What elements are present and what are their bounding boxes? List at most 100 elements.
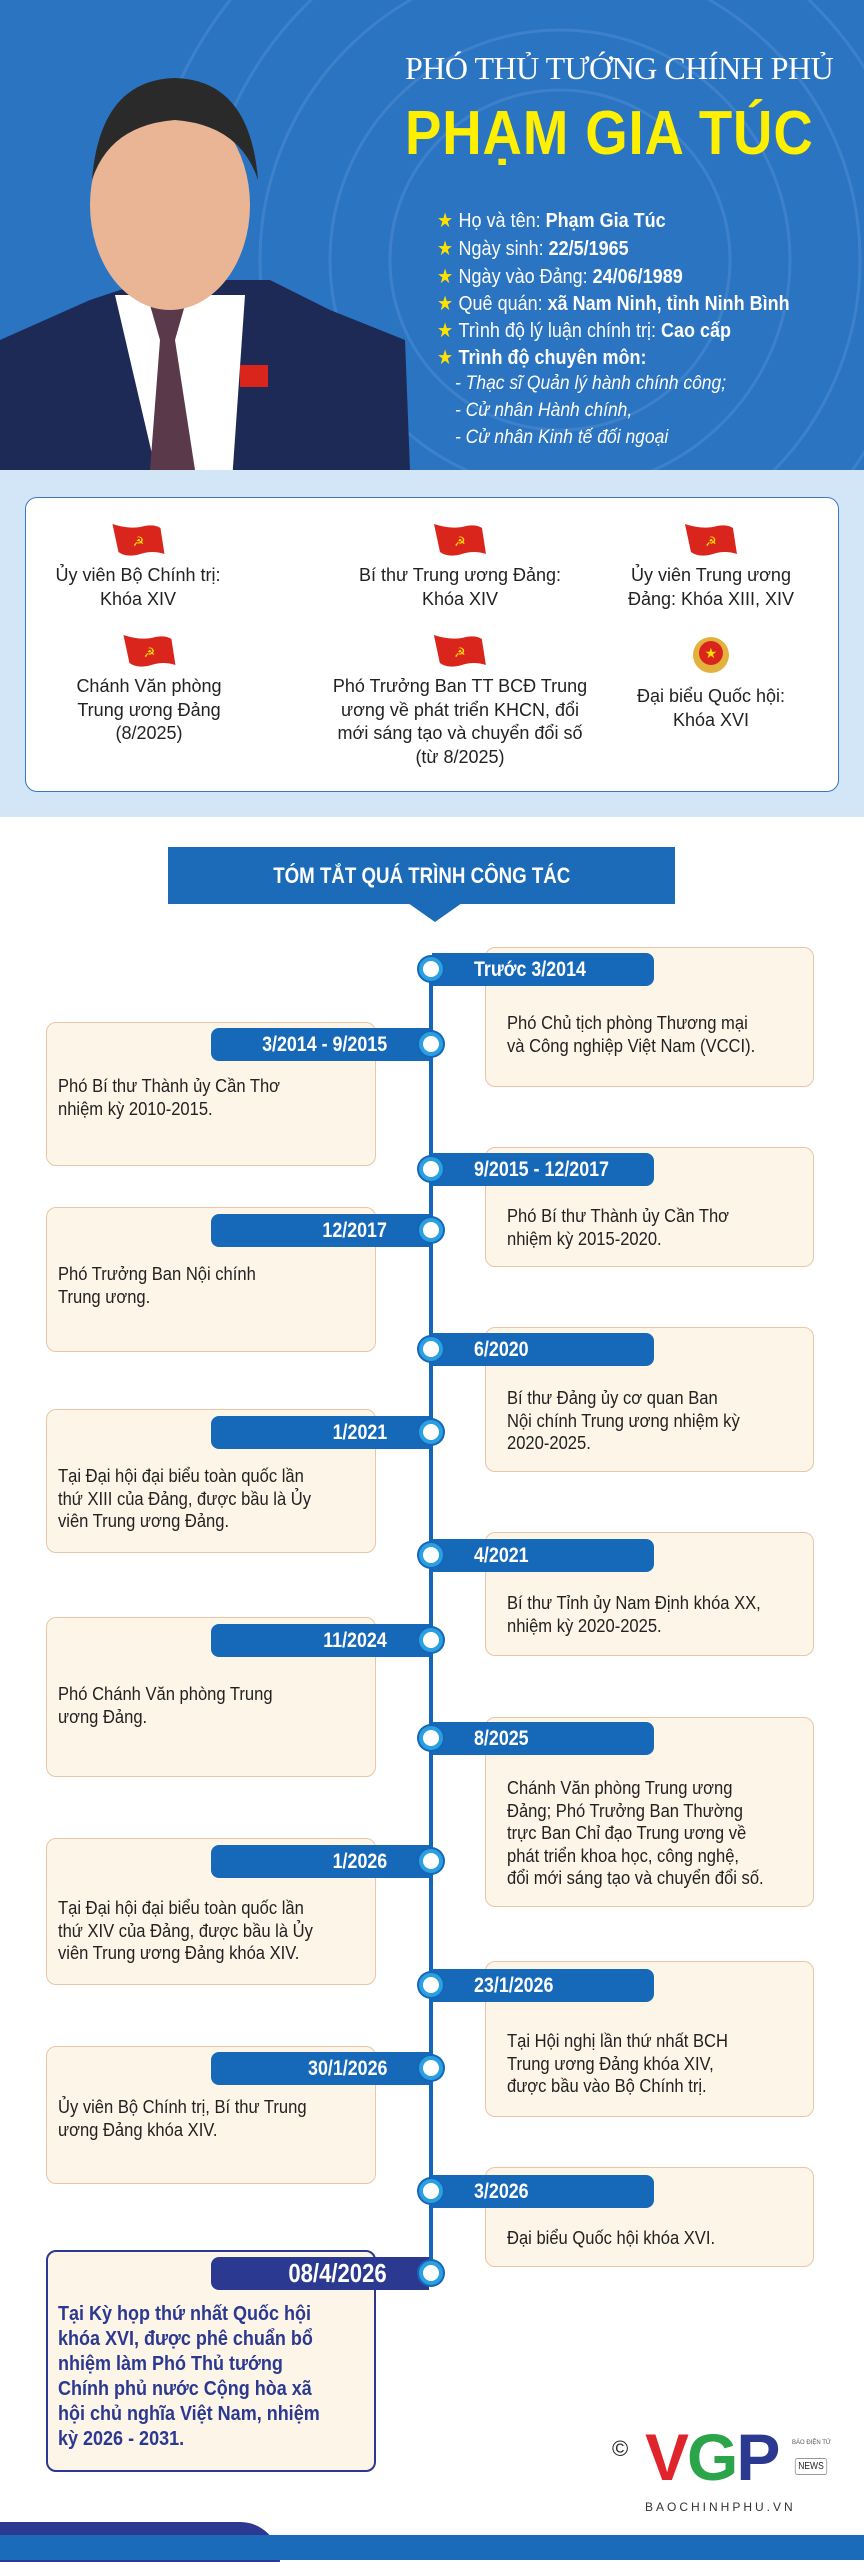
role-item: ☭ Ủy viên Bộ Chính trị: Khóa XIV [55,522,221,611]
party-flag-icon: ☭ [434,635,486,667]
timeline-text: Bí thư Tỉnh ủy Nam Định khóa XX,nhiệm kỳ… [507,1593,761,1636]
star-icon: ★ [437,266,454,288]
timeline-line [429,969,433,2273]
info-political-theory: ★Trình độ lý luận chính trị: Cao cấp [437,320,732,342]
timeline-title: TÓM TẮT QUÁ TRÌNH CÔNG TÁC [168,847,675,904]
party-flag-icon: ☭ [111,524,164,556]
timeline-node-icon [419,1218,443,1242]
timeline-date: 11/2024 [211,1624,429,1657]
role-text: Khóa XIV [99,588,177,609]
role-text: (8/2025) [115,723,183,743]
star-icon: ★ [437,210,454,232]
star-icon: ★ [437,320,454,342]
timeline-date: Trước 3/2014 [432,953,654,986]
timeline-date: 3/2026 [432,2175,654,2208]
party-flag-icon: ☭ [684,524,737,556]
national-emblem-icon: ★ [693,637,729,673]
role-item: ★ Đại biểu Quốc hội: Khóa XVI [637,633,785,732]
role-text: Phó Trưởng Ban TT BCĐ Trung [332,676,588,696]
timeline-date: 1/2021 [211,1416,429,1449]
timeline-node-icon [419,1973,443,1997]
info-party-date: ★Ngày vào Đảng: 24/06/1989 [437,266,683,288]
info-birthdate: ★Ngày sinh: 22/5/1965 [437,238,629,260]
role-text: Đảng: Khóa XIII, XIV [627,588,795,609]
footer-band [0,2535,864,2560]
svg-text:☭: ☭ [454,645,466,660]
timeline-date: 3/2014 - 9/2015 [211,1028,429,1061]
role-text: mới sáng tạo và chuyển đổi số [337,723,583,743]
star-icon: ★ [437,293,454,315]
timeline-date: 9/2015 - 12/2017 [432,1153,654,1186]
timeline-node-icon [419,2179,443,2203]
timeline-node-icon [419,1726,443,1750]
role-text: Trung ương Đảng [77,699,221,720]
role-text: (từ 8/2025) [415,746,505,767]
qualification-item: - Thạc sĩ Quản lý hành chính công; [455,373,727,394]
svg-text:☭: ☭ [705,534,717,549]
star-icon: ★ [437,347,454,369]
timeline-node-icon [419,1543,443,1567]
timeline-node-icon [419,1032,443,1056]
person-name: PHẠM GIA TÚC [405,99,814,168]
role-text: Ủy viên Bộ Chính trị: [55,565,221,585]
info-fullname: ★Họ và tên: Phạm Gia Túc [437,210,666,232]
timeline-date: 23/1/2026 [432,1969,654,2002]
timeline-date: 6/2020 [432,1333,654,1366]
timeline-node-icon [419,1337,443,1361]
timeline-node-icon [419,1849,443,1873]
timeline-date: 12/2017 [211,1214,429,1247]
role-text: Chánh Văn phòng [76,676,222,696]
timeline-date: 30/1/2026 [211,2052,429,2085]
timeline-text: Đại biểu Quốc hội khóa XVI. [507,2228,716,2248]
timeline-node-icon [419,957,443,981]
party-flag-icon: ☭ [433,524,486,556]
banner-arrow [408,903,462,922]
party-flag-icon: ☭ [123,635,175,667]
timeline-node-icon [419,2056,443,2080]
timeline-date: 08/4/2026 [211,2257,429,2290]
qualification-item: - Cử nhân Kinh tế đối ngoại [455,427,669,448]
timeline-date: 4/2021 [432,1539,654,1572]
role-text: ương về phát triển KHCN, đổi [341,699,579,720]
svg-text:☭: ☭ [143,645,155,660]
timeline-date: 1/2026 [211,1845,429,1878]
role-text: Ủy viên Trung ương [631,565,791,585]
info-hometown: ★Quê quán: xã Nam Ninh, tỉnh Ninh Bình [437,293,790,315]
svg-text:☭: ☭ [132,534,144,549]
header-title: PHÓ THỦ TƯỚNG CHÍNH PHỦ [405,50,834,86]
qualification-item: - Cử nhân Hành chính, [455,400,633,421]
header: PHÓ THỦ TƯỚNG CHÍNH PHỦ PHẠM GIA TÚC ★Họ… [0,0,864,470]
star-icon: ★ [437,238,454,260]
timeline-node-icon [419,1420,443,1444]
svg-text:☭: ☭ [454,534,466,549]
role-item: ☭ Phó Trưởng Ban TT BCĐ Trung ương về phát… [333,633,587,769]
role-item: ☭ Bí thư Trung ương Đảng: Khóa XIV [359,522,561,611]
info-expertise: ★Trình độ chuyên môn: [437,347,647,369]
svg-text:★: ★ [705,645,718,661]
timeline-node-icon [419,1628,443,1652]
timeline-node-icon [419,2261,443,2285]
role-text: Khóa XIV [421,588,499,609]
timeline-date: 8/2025 [432,1722,654,1755]
role-text: Khóa XVI [672,709,750,730]
portrait-photo [0,78,410,470]
role-text: Bí thư Trung ương Đảng: [358,565,562,585]
role-text: Đại biểu Quốc hội: [636,686,786,706]
timeline-node-icon [419,1157,443,1181]
flag-pin-icon [240,365,268,387]
vgp-logo: © VGP BÁO ĐIỆN TỬ NEWS BAOCHINHPHU.VN [612,2420,832,2514]
